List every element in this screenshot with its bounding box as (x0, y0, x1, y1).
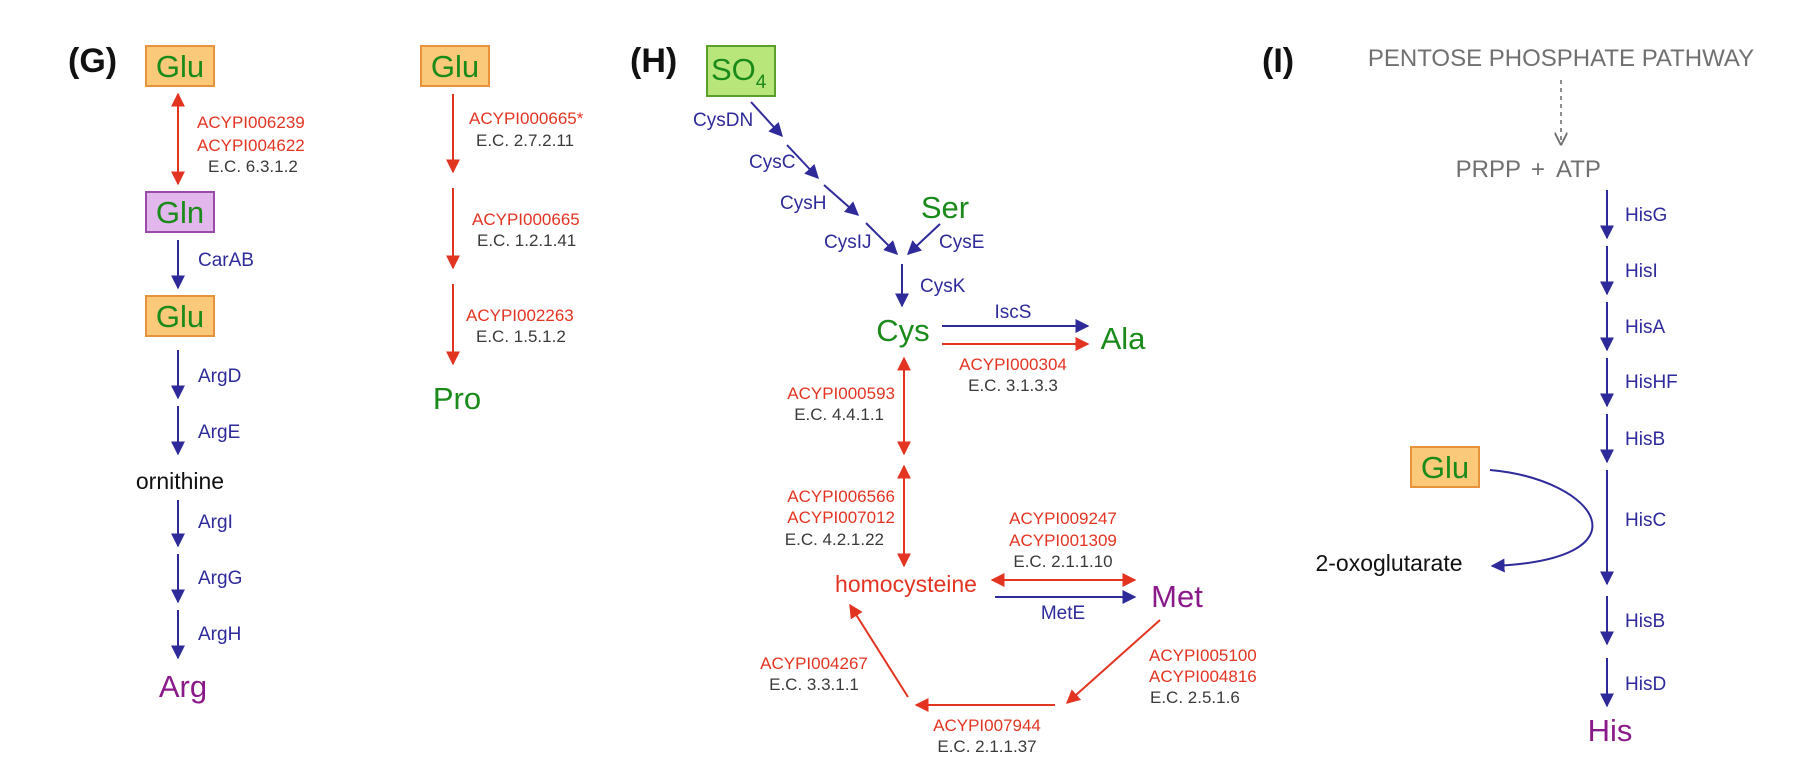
cys-ala-ec: E.C. 3.1.3.3 (968, 376, 1058, 395)
hcy-met-id-2: ACYPI001309 (1009, 531, 1117, 550)
enzyme-hisd: HisD (1625, 674, 1666, 695)
cys-label: Cys (876, 313, 929, 348)
glu-gln-id-1: ACYPI006239 (197, 113, 305, 132)
enzyme-cysdn: CysDN (693, 110, 753, 131)
met-sam-id-2: ACYPI004816 (1149, 667, 1257, 686)
met-sam-id-1: ACYPI005100 (1149, 646, 1257, 665)
enzyme-cysk: CysK (920, 276, 966, 297)
pro-step-2-id: ACYPI000665 (472, 210, 580, 229)
met-sam-arrow (1065, 619, 1161, 704)
so4-label: SO4 (711, 52, 767, 93)
enzyme-hishf: HisHF (1625, 372, 1678, 393)
his-label: His (1588, 713, 1633, 748)
glu-mid-label: Glu (156, 299, 204, 334)
enzyme-hisc: HisC (1625, 510, 1666, 531)
ser-label: Ser (921, 190, 969, 225)
pro-label: Pro (433, 381, 481, 416)
glu-pro-box (420, 45, 490, 87)
glu-gln-id-2: ACYPI004622 (197, 136, 305, 155)
cysdn-arrow (750, 101, 783, 138)
glu-pro-label: Glu (431, 49, 479, 84)
met-sam-ec: E.C. 2.5.1.6 (1150, 688, 1240, 707)
enzyme-argh: ArgH (198, 624, 241, 645)
glu-his-box (1410, 446, 1480, 488)
cysh-arrow (823, 184, 860, 216)
panel-label-g: (G) (68, 42, 117, 80)
glu-top-box (145, 45, 215, 87)
glu-mid-box (145, 295, 215, 337)
sah-hcy-arrow (849, 603, 909, 698)
panel-label-i: (I) (1262, 42, 1294, 80)
enzyme-arge: ArgE (198, 422, 240, 443)
enzyme-hisa: HisA (1625, 317, 1665, 338)
cys-ala-id: ACYPI000304 (959, 355, 1067, 374)
cyse-arrow (906, 223, 941, 255)
ornithine-label: ornithine (136, 468, 224, 494)
enzyme-mete: MetE (1041, 603, 1085, 624)
cys-upper-ec: E.C. 4.4.1.1 (794, 405, 884, 424)
prpp-label: PRPP (1456, 156, 1521, 183)
enzyme-hisg: HisG (1625, 205, 1667, 226)
cysc-arrow (786, 144, 819, 180)
glu-top-label: Glu (156, 49, 204, 84)
arg-label: Arg (159, 669, 207, 704)
plus-label: + (1531, 156, 1545, 183)
enzyme-iscs: IscS (995, 302, 1032, 323)
enzyme-cyse: CysE (939, 232, 984, 253)
sah-hcy-ec: E.C. 3.3.1.1 (769, 675, 859, 694)
cys-lower-ec: E.C. 4.2.1.22 (785, 530, 884, 549)
so4-subscript: 4 (756, 72, 767, 93)
enzyme-carab: CarAB (198, 250, 254, 271)
cysij-arrow (865, 222, 898, 255)
cys-upper-id: ACYPI000593 (787, 384, 895, 403)
gln-box (145, 191, 215, 233)
pro-step-1-id: ACYPI000665* (469, 109, 584, 128)
homocysteine-label: homocysteine (835, 571, 977, 597)
glu-his-label: Glu (1421, 450, 1469, 485)
pro-step-2-ec: E.C. 1.2.1.41 (477, 231, 576, 250)
oxoglutarate-label: 2-oxoglutarate (1315, 550, 1462, 576)
ppp-label: PENTOSE PHOSPHATE PATHWAY (1368, 45, 1754, 72)
enzyme-argd: ArgD (198, 366, 241, 387)
enzyme-cysij: CysIJ (824, 232, 872, 253)
cys-lower-id-1: ACYPI006566 (787, 487, 895, 506)
enzyme-cysh: CysH (780, 193, 826, 214)
glu-transamination-curve (1489, 469, 1594, 573)
enzyme-hisb-2: HisB (1625, 611, 1665, 632)
so4-box (706, 45, 776, 97)
so4-text: SO (711, 52, 756, 87)
panel-label-h: (H) (630, 42, 677, 80)
ala-label: Ala (1101, 321, 1147, 356)
enzyme-argg: ArgG (198, 568, 242, 589)
enzyme-cysc: CysC (749, 152, 795, 173)
enzyme-hisb-1: HisB (1625, 429, 1665, 450)
atp-label: ATP (1556, 156, 1601, 183)
sam-sah-id: ACYPI007944 (933, 716, 1041, 735)
hcy-met-id-1: ACYPI009247 (1009, 509, 1117, 528)
hcy-met-ec: E.C. 2.1.1.10 (1013, 552, 1112, 571)
enzyme-hisi: HisI (1625, 261, 1658, 282)
glu-gln-ec: E.C. 6.3.1.2 (208, 157, 298, 176)
cys-lower-id-2: ACYPI007012 (787, 508, 895, 527)
pro-step-1-ec: E.C. 2.7.2.11 (476, 131, 574, 150)
sam-sah-ec: E.C. 2.1.1.37 (937, 737, 1036, 756)
met-label: Met (1151, 579, 1203, 614)
sah-hcy-id: ACYPI004267 (760, 654, 868, 673)
enzyme-argi: ArgI (198, 512, 233, 533)
pro-step-3-id: ACYPI002263 (466, 306, 574, 325)
gln-label: Gln (156, 195, 204, 230)
pro-step-3-ec: E.C. 1.5.1.2 (476, 327, 566, 346)
